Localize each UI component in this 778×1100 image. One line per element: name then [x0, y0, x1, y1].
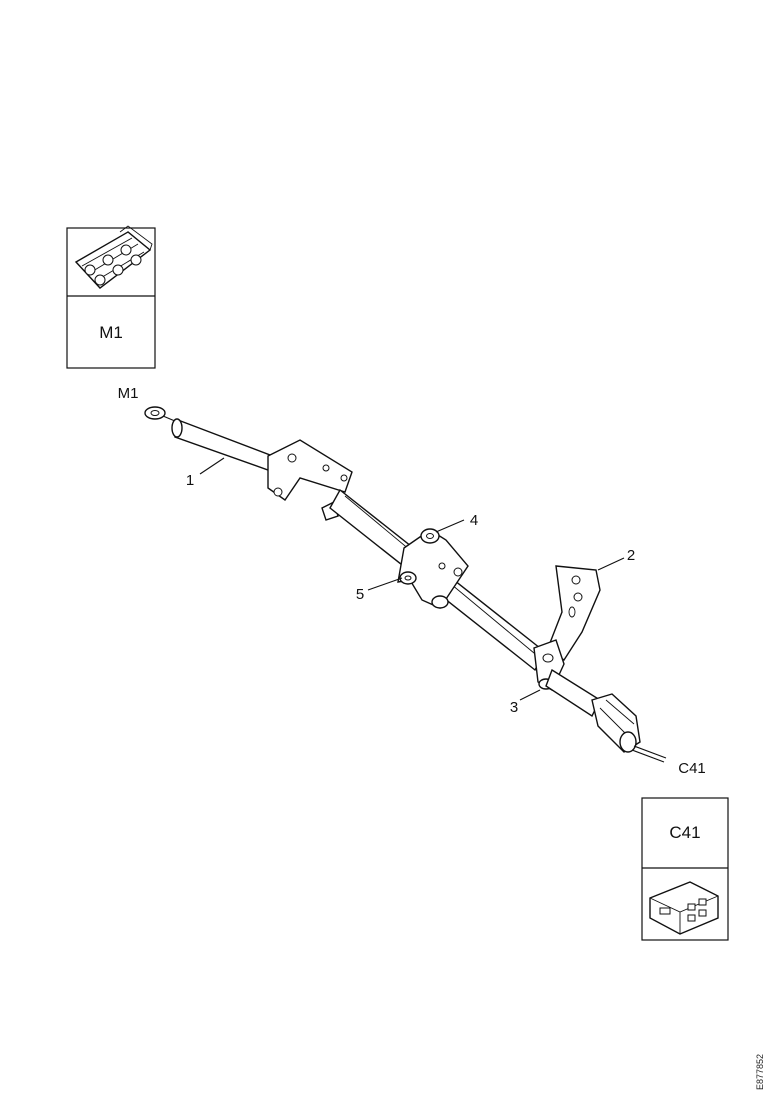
- callout-4: 4: [470, 512, 478, 529]
- connector-box-m1: M1: [66, 225, 156, 369]
- callout-5: 5: [356, 586, 364, 603]
- connector-m1-icon: [74, 225, 153, 289]
- connector-box-c41: C41: [641, 797, 729, 941]
- callout-1: 1: [186, 472, 194, 489]
- callout-leaders: [199, 457, 625, 701]
- callout-c41: C41: [678, 760, 706, 777]
- steering-column-assembly: [144, 406, 667, 763]
- callout-2: 2: [627, 547, 635, 564]
- callout-3: 3: [510, 699, 518, 716]
- connector-box-c41-label: C41: [669, 823, 700, 842]
- connector-box-m1-label: M1: [99, 323, 123, 342]
- connector-c41-icon: [649, 881, 719, 935]
- callout-m1: M1: [118, 385, 139, 402]
- harness-end-m1: [144, 406, 183, 425]
- reference-code: E877852: [755, 1054, 765, 1090]
- harness-end-c41: [591, 693, 667, 763]
